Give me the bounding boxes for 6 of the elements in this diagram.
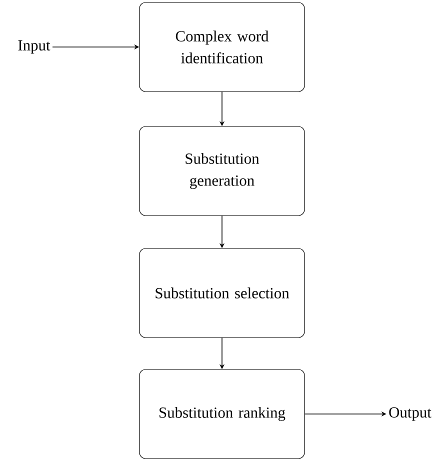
process-box: Complex word identification	[139, 2, 305, 92]
label-text: Output	[389, 407, 432, 421]
process-box: Substitution selection	[139, 248, 305, 338]
label-text: Input	[18, 40, 50, 54]
process-box: Substitution ranking	[139, 369, 305, 459]
process-box: Substitution generation	[139, 126, 305, 216]
